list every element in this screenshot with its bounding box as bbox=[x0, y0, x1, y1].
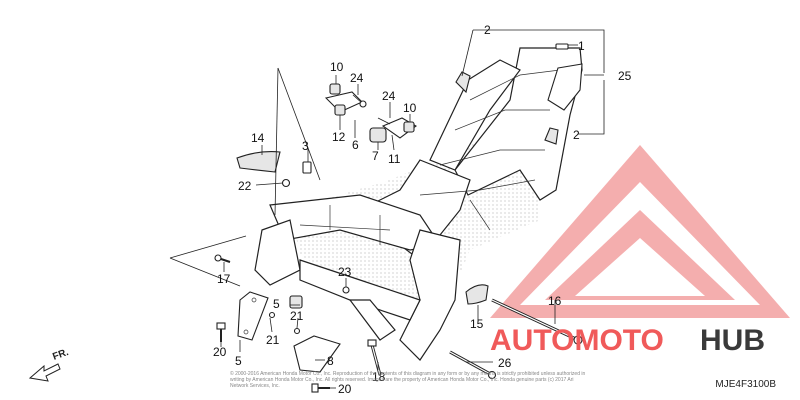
front-label: FR. bbox=[51, 347, 70, 363]
callout-24-right: 24 bbox=[382, 89, 396, 103]
part-15-cover bbox=[465, 284, 489, 305]
watermark-word-dark: HUB bbox=[700, 324, 765, 357]
callout-22: 22 bbox=[238, 179, 252, 193]
part-9-sleeve bbox=[369, 127, 387, 143]
callout-6: 8 bbox=[327, 354, 334, 368]
part-20-bolt-left bbox=[216, 322, 226, 342]
callout-2-right: 2 bbox=[573, 128, 580, 142]
part-21-bolt-lower bbox=[293, 327, 301, 335]
front-arrow-icon: FR. bbox=[28, 347, 70, 382]
callout-18: 18 bbox=[372, 370, 386, 384]
part-26-plate bbox=[547, 63, 583, 111]
callout-16: 16 bbox=[548, 294, 562, 308]
copyright-notice: © 2000-2016 American Honda Motor Co., In… bbox=[230, 371, 586, 389]
callout-25: 26 bbox=[498, 356, 512, 370]
watermark-logo bbox=[490, 145, 790, 318]
part-10-nut-right bbox=[403, 121, 415, 133]
part-24-bolt-left bbox=[352, 94, 367, 108]
callout-20-left: 20 bbox=[213, 345, 227, 359]
part-21-bolt-upper bbox=[268, 311, 276, 319]
main-frame bbox=[254, 47, 583, 361]
part-5-bracket bbox=[237, 291, 269, 341]
watermark-word-red: AUTOMOTO bbox=[490, 324, 664, 357]
part-2-cap-upper bbox=[455, 71, 471, 94]
part-24-bolt-right bbox=[377, 117, 391, 125]
part-16-bolt bbox=[491, 298, 583, 345]
diagram-code: MJE4F3100B bbox=[715, 379, 776, 390]
callout-labels: 2 1 25 2 10 24 24 10 12 6 7 11 14 3 22 1… bbox=[213, 23, 632, 396]
callout-10-right: 10 bbox=[403, 101, 417, 115]
callout-14: 14 bbox=[251, 131, 265, 145]
callout-8: 6 bbox=[352, 138, 359, 152]
part-25-bolt bbox=[449, 350, 497, 380]
watermark-text: AUTOMOTO HUB bbox=[490, 324, 765, 357]
part-2-cap-lower bbox=[544, 127, 559, 145]
callout-20-bottom: 20 bbox=[338, 382, 352, 396]
part-14-cover bbox=[236, 151, 281, 173]
part-17-bolt bbox=[214, 254, 231, 263]
callout-24-left: 24 bbox=[350, 71, 364, 85]
leader-lines bbox=[169, 29, 605, 389]
callout-3: 3 bbox=[302, 139, 309, 153]
part-12-collar bbox=[334, 104, 346, 116]
part-6-bracket bbox=[293, 335, 341, 373]
callout-21-upper: 21 bbox=[290, 309, 304, 323]
callout-2-top: 2 bbox=[484, 23, 491, 37]
callout-12: 12 bbox=[332, 130, 346, 144]
part-3-clip bbox=[302, 161, 312, 174]
callout-1: 1 bbox=[578, 39, 585, 53]
callout-11: 11 bbox=[388, 152, 401, 166]
part-22-grommet bbox=[281, 178, 291, 188]
callout-10-left: 10 bbox=[330, 60, 344, 74]
part-7-collar bbox=[289, 295, 303, 309]
callout-7: 5 bbox=[273, 297, 280, 311]
callout-5: 5 bbox=[235, 354, 242, 368]
part-18-bolt bbox=[367, 339, 382, 376]
part-1-pin bbox=[555, 43, 569, 50]
callout-26: 25 bbox=[618, 69, 632, 83]
callout-9: 7 bbox=[372, 149, 379, 163]
callout-17: 17 bbox=[217, 272, 231, 286]
part-20-bolt-bottom bbox=[311, 383, 330, 393]
part-10-nut-left bbox=[329, 83, 341, 95]
part-23-nut bbox=[342, 286, 350, 294]
callout-23: 23 bbox=[338, 265, 352, 279]
callout-21-lower: 21 bbox=[266, 333, 280, 347]
callout-15: 15 bbox=[470, 317, 484, 331]
